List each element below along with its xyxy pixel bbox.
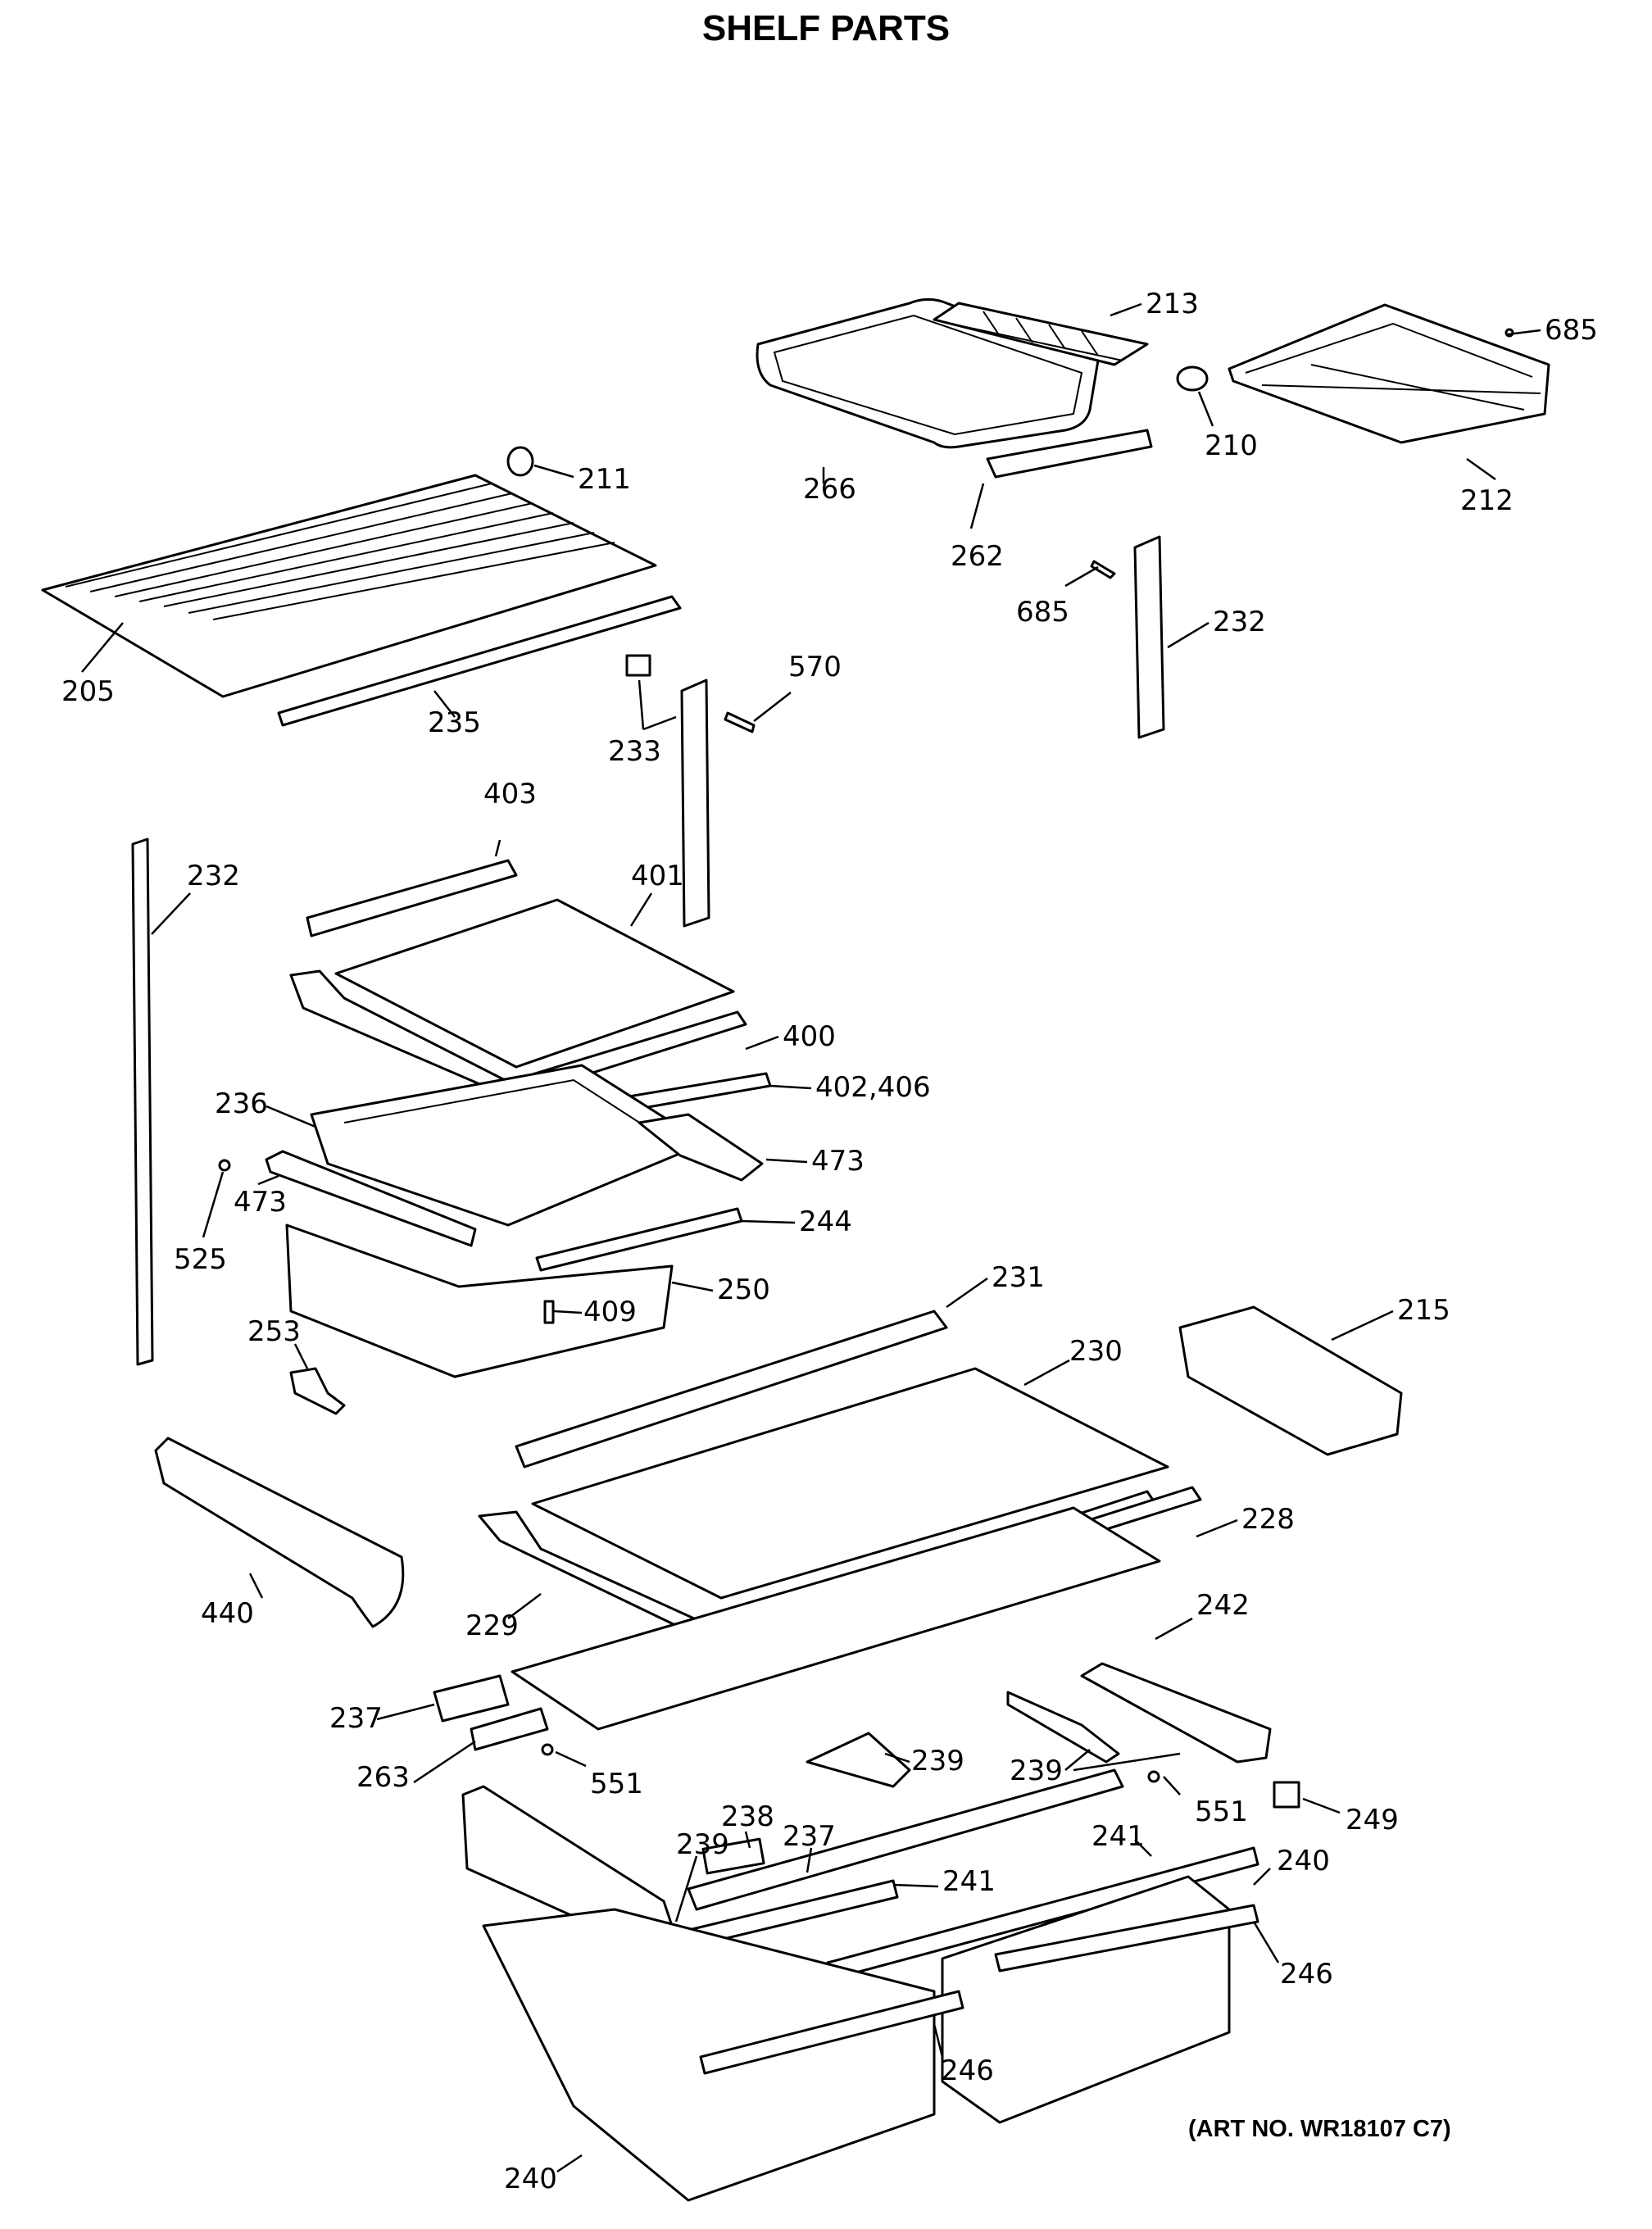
label-228: 228 [1241, 1503, 1295, 1536]
label-205: 205 [61, 675, 115, 708]
part-551-screw-left [541, 1743, 554, 1756]
label-240-left: 240 [504, 2163, 557, 2195]
label-246-left: 246 [941, 2054, 994, 2087]
part-212-frame [1228, 303, 1550, 444]
leader-lines [81, 302, 1541, 2173]
label-409: 409 [583, 1296, 637, 1328]
label-253: 253 [247, 1315, 301, 1348]
part-400-frame [289, 969, 747, 1100]
label-232-right: 232 [1213, 606, 1266, 638]
part-409-label [543, 1300, 555, 1324]
part-205-wire-shelf [41, 474, 657, 698]
part-246-handle-right [994, 1904, 1259, 1973]
label-473-left: 473 [234, 1186, 287, 1219]
part-237-bracket-left [433, 1674, 510, 1723]
label-266: 266 [803, 473, 856, 506]
label-237-center: 237 [783, 1820, 836, 1853]
label-215: 215 [1397, 1294, 1450, 1327]
label-235: 235 [428, 706, 481, 739]
part-229-frame [478, 1490, 1157, 1649]
label-239-left: 239 [676, 1828, 729, 1861]
label-400: 400 [783, 1020, 836, 1053]
part-263-trim [470, 1707, 549, 1751]
label-231: 231 [992, 1261, 1045, 1294]
label-240-right: 240 [1277, 1845, 1330, 1877]
label-237-left: 237 [329, 1702, 383, 1735]
label-263: 263 [356, 1761, 410, 1794]
part-labels: 213 685 211 266 210 212 262 685 232 570 … [61, 288, 1598, 2195]
label-236: 236 [215, 1087, 268, 1120]
label-238: 238 [721, 1800, 774, 1833]
part-244-trim [535, 1207, 743, 1272]
label-233: 233 [608, 735, 661, 768]
label-242: 242 [1196, 1589, 1250, 1622]
part-262-rail [986, 429, 1153, 479]
part-401-glass [334, 898, 735, 1069]
part-685-screw-mid [1090, 560, 1116, 579]
label-244: 244 [799, 1205, 852, 1238]
part-237-rail-center [687, 1768, 1124, 1911]
part-551-screw-right [1147, 1770, 1160, 1783]
label-212: 212 [1460, 484, 1514, 517]
label-239-right: 239 [1010, 1755, 1063, 1787]
part-233-clip [625, 654, 651, 677]
label-239-center: 239 [911, 1745, 964, 1777]
label-249: 249 [1346, 1804, 1399, 1836]
part-525-screw [218, 1159, 231, 1172]
label-440: 440 [201, 1597, 254, 1630]
label-213: 213 [1146, 288, 1199, 320]
part-232-rail-left [131, 838, 154, 1366]
label-401: 401 [631, 860, 684, 892]
part-232-rail-center [680, 679, 710, 928]
label-250: 250 [717, 1273, 770, 1306]
part-250-drawer-front [285, 1223, 674, 1378]
part-215-bin [1178, 1305, 1403, 1456]
part-210-knob [1176, 365, 1209, 392]
part-235-trim [277, 595, 682, 727]
part-239-slide-right [1006, 1691, 1120, 1764]
label-402-406: 402,406 [815, 1071, 931, 1104]
part-473-slide-right [638, 1113, 764, 1182]
part-440-cover [154, 1437, 405, 1628]
part-473-slide-left [265, 1150, 477, 1247]
label-211: 211 [578, 463, 631, 496]
part-239-rail-right [1080, 1662, 1272, 1764]
label-241-right: 241 [1092, 1820, 1145, 1853]
part-230-glass [531, 1367, 1169, 1600]
part-211-bumper [506, 446, 534, 477]
part-239-roller-center [806, 1732, 911, 1788]
label-525: 525 [174, 1243, 227, 1276]
label-246-right: 246 [1280, 1958, 1333, 1991]
part-242-glass [511, 1506, 1161, 1731]
label-229: 229 [465, 1609, 519, 1642]
part-249-latch [1273, 1781, 1300, 1809]
label-403: 403 [483, 778, 537, 810]
art-number: (ART NO. WR18107 C7) [1188, 2116, 1451, 2142]
part-231-trim [515, 1310, 948, 1469]
part-238-clip [701, 1837, 765, 1875]
label-232-left: 232 [187, 860, 240, 892]
part-232-rail-right [1133, 535, 1165, 739]
label-230: 230 [1069, 1335, 1123, 1368]
label-241-center: 241 [942, 1865, 996, 1898]
part-246-handle-left [699, 1990, 964, 2075]
label-551-right: 551 [1195, 1795, 1248, 1828]
label-210: 210 [1205, 429, 1258, 462]
label-551-left: 551 [590, 1768, 643, 1800]
part-570-screw [724, 711, 756, 733]
part-403-trim [306, 859, 518, 937]
label-473-right: 473 [811, 1145, 865, 1178]
label-685-mid: 685 [1016, 596, 1069, 629]
label-685-top: 685 [1545, 314, 1598, 347]
label-570: 570 [788, 651, 842, 683]
label-262: 262 [951, 540, 1004, 573]
part-213-tray [933, 302, 1149, 366]
page-title: SHELF PARTS [701, 8, 951, 48]
part-253-hinge [289, 1367, 346, 1415]
